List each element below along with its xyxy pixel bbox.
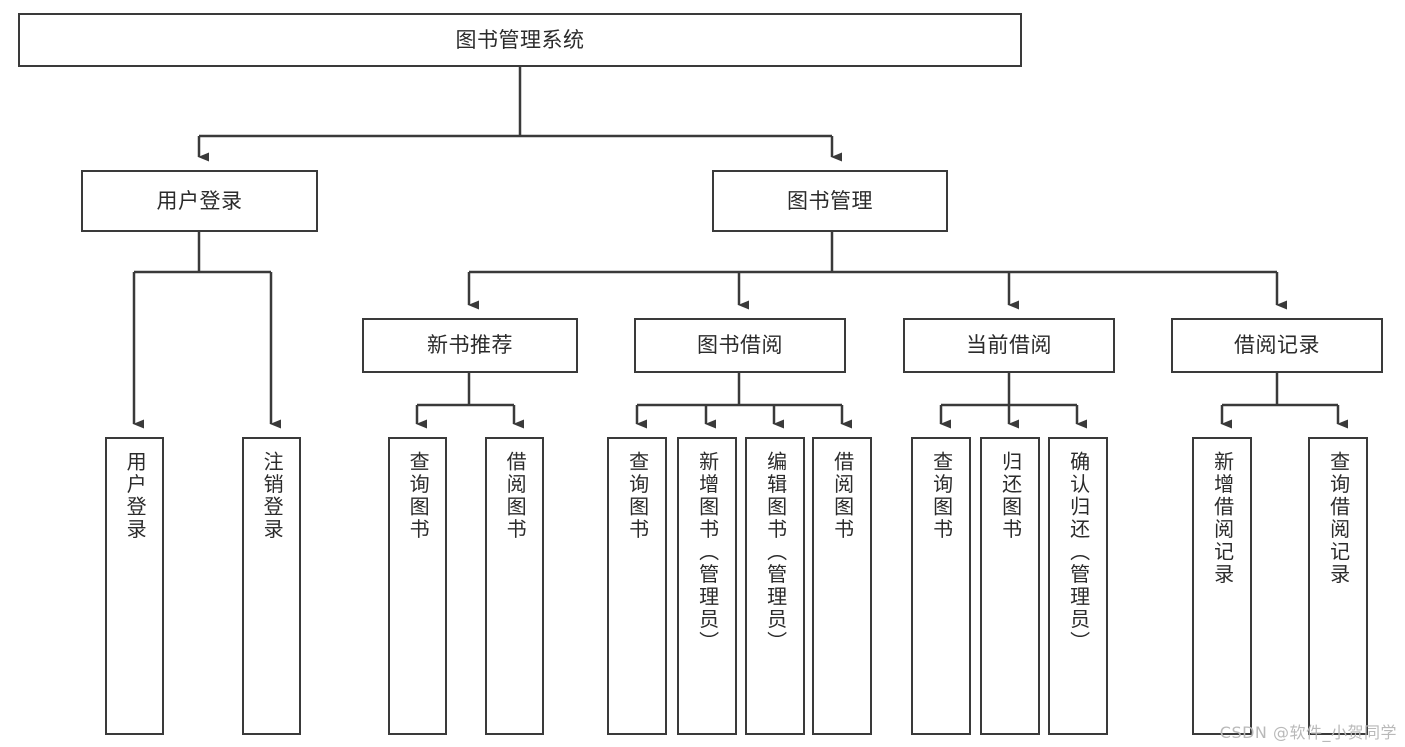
leaf-borrow-book-recommend[interactable]: 借阅图书 — [485, 437, 544, 735]
node-current-borrow[interactable]: 当前借阅 — [903, 318, 1115, 373]
leaf-confirm-return-admin[interactable]: 确认归还（管理员） — [1048, 437, 1108, 735]
node-label: 查询图书 — [406, 451, 431, 541]
node-user-login[interactable]: 用户登录 — [81, 170, 318, 232]
leaf-query-book-borrow[interactable]: 查询图书 — [607, 437, 667, 735]
node-label: 借阅图书 — [830, 451, 855, 541]
leaf-return-book[interactable]: 归还图书 — [980, 437, 1040, 735]
leaf-borrow-book-borrow[interactable]: 借阅图书 — [812, 437, 872, 735]
node-book-management[interactable]: 图书管理 — [712, 170, 948, 232]
node-label: 图书管理 — [787, 188, 873, 213]
leaf-query-book-current[interactable]: 查询图书 — [911, 437, 971, 735]
node-label: 查询借阅记录 — [1326, 451, 1351, 586]
node-label: 新书推荐 — [427, 333, 513, 358]
node-label: 当前借阅 — [966, 333, 1052, 358]
node-label: 归还图书 — [998, 451, 1023, 541]
node-label: 用户登录 — [156, 188, 243, 213]
leaf-query-book-recommend[interactable]: 查询图书 — [388, 437, 447, 735]
leaf-user-login[interactable]: 用户登录 — [105, 437, 164, 735]
node-label: 用户登录 — [123, 451, 148, 541]
leaf-add-borrow-record[interactable]: 新增借阅记录 — [1192, 437, 1252, 735]
node-label: 确认归还（管理员） — [1066, 451, 1091, 654]
csdn-watermark: CSDN @软件_小贺同学 — [1219, 723, 1397, 742]
leaf-logout-login[interactable]: 注销登录 — [242, 437, 301, 735]
node-label: 新增图书（管理员） — [695, 451, 720, 654]
node-label: 图书管理系统 — [455, 27, 585, 52]
node-label: 编辑图书（管理员） — [763, 451, 788, 654]
node-label: 查询图书 — [625, 451, 650, 541]
node-new-book-recommend[interactable]: 新书推荐 — [362, 318, 578, 373]
node-root-book-management-system[interactable]: 图书管理系统 — [18, 13, 1022, 67]
node-label: 新增借阅记录 — [1210, 451, 1235, 586]
node-label: 图书借阅 — [697, 333, 783, 358]
node-label: 查询图书 — [929, 451, 954, 541]
node-label: 借阅图书 — [503, 451, 528, 541]
leaf-edit-book-admin[interactable]: 编辑图书（管理员） — [745, 437, 805, 735]
leaf-query-borrow-record[interactable]: 查询借阅记录 — [1308, 437, 1368, 735]
node-book-borrow[interactable]: 图书借阅 — [634, 318, 846, 373]
node-borrow-record[interactable]: 借阅记录 — [1171, 318, 1383, 373]
node-label: 借阅记录 — [1234, 333, 1320, 358]
node-label: 注销登录 — [260, 451, 285, 541]
leaf-add-book-admin[interactable]: 新增图书（管理员） — [677, 437, 737, 735]
